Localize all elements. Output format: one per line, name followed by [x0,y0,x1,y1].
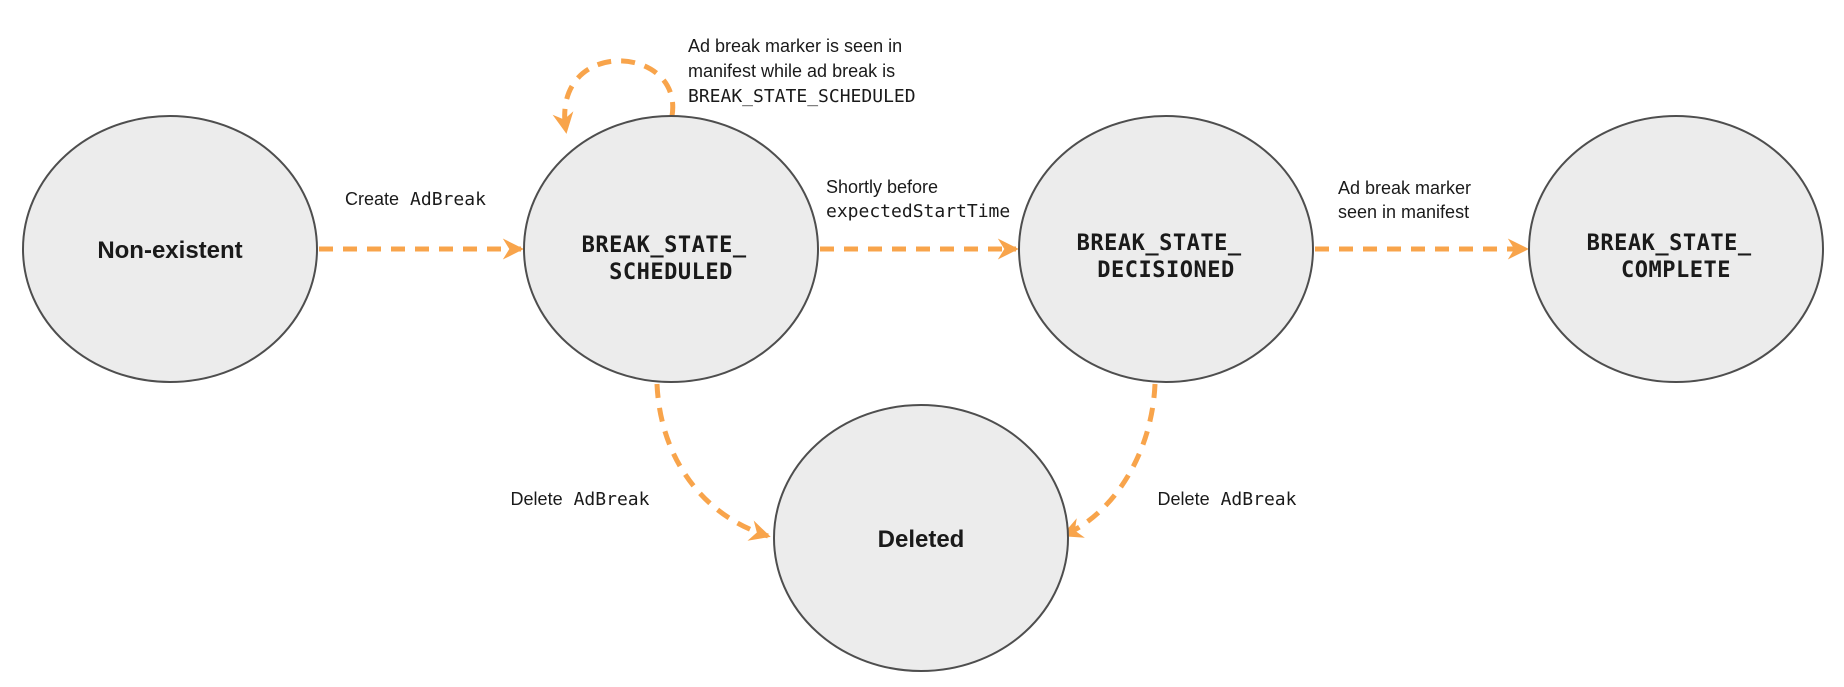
transition-label-delete-scheduled-code: AdBreak [574,489,650,510]
transition-label-self-loop: Ad break marker is seen in manifest whil… [688,36,916,107]
state-node-break-state-complete [1528,115,1824,383]
state-label-complete-line2: COMPLETE [1621,258,1731,283]
state-label-non-existent: Non-existent [97,237,242,264]
state-label-scheduled-line1: BREAK_STATE_ [582,233,747,258]
transition-label-create-text: Create [345,189,399,209]
transition-label-to-decisioned-line1: Shortly before [826,177,938,197]
state-label-break-state-decisioned: BREAK_STATE_ DECISIONED [1077,231,1256,283]
state-label-complete-line1: BREAK_STATE_ [1587,231,1752,256]
transition-label-self-loop-line1: Ad break marker is seen in [688,36,902,56]
transition-arrow-delete-from-scheduled [654,383,771,541]
transition-label-create: Create AdBreak [345,189,486,210]
state-label-break-state-complete: BREAK_STATE_ COMPLETE [1587,231,1766,283]
state-label-scheduled-line2: SCHEDULED [609,260,733,285]
state-label-decisioned-line2: DECISIONED [1097,258,1234,283]
transition-label-delete-decisioned-text: Delete [1158,489,1210,509]
transition-label-to-decisioned: Shortly before expectedStartTime [826,177,1010,222]
transition-label-delete-decisioned-code: AdBreak [1221,489,1297,510]
transition-arrow-self-loop [552,58,676,134]
state-label-deleted: Deleted [878,526,965,553]
state-node-deleted [773,404,1069,672]
transition-label-self-loop-code: BREAK_STATE_SCHEDULED [688,86,916,107]
state-node-break-state-scheduled [523,115,819,383]
state-label-decisioned-line1: BREAK_STATE_ [1077,231,1242,256]
state-node-break-state-decisioned [1018,115,1314,383]
transition-label-delete-from-scheduled: Delete AdBreak [511,489,650,510]
transition-label-to-complete-line1: Ad break marker [1338,178,1471,198]
state-label-break-state-scheduled: BREAK_STATE_ SCHEDULED [582,233,761,285]
transition-label-to-decisioned-code: expectedStartTime [826,201,1010,222]
transition-label-to-complete: Ad break marker seen in manifest [1338,178,1476,222]
transition-label-create-code: AdBreak [410,189,486,210]
transition-label-delete-from-decisioned: Delete AdBreak [1158,489,1297,510]
transition-label-to-complete-line2: seen in manifest [1338,202,1469,222]
transition-label-delete-scheduled-text: Delete [511,489,563,509]
transition-arrow-delete-from-decisioned [1061,383,1158,538]
state-node-non-existent [22,115,318,383]
transition-label-self-loop-line2: manifest while ad break is [688,61,895,81]
